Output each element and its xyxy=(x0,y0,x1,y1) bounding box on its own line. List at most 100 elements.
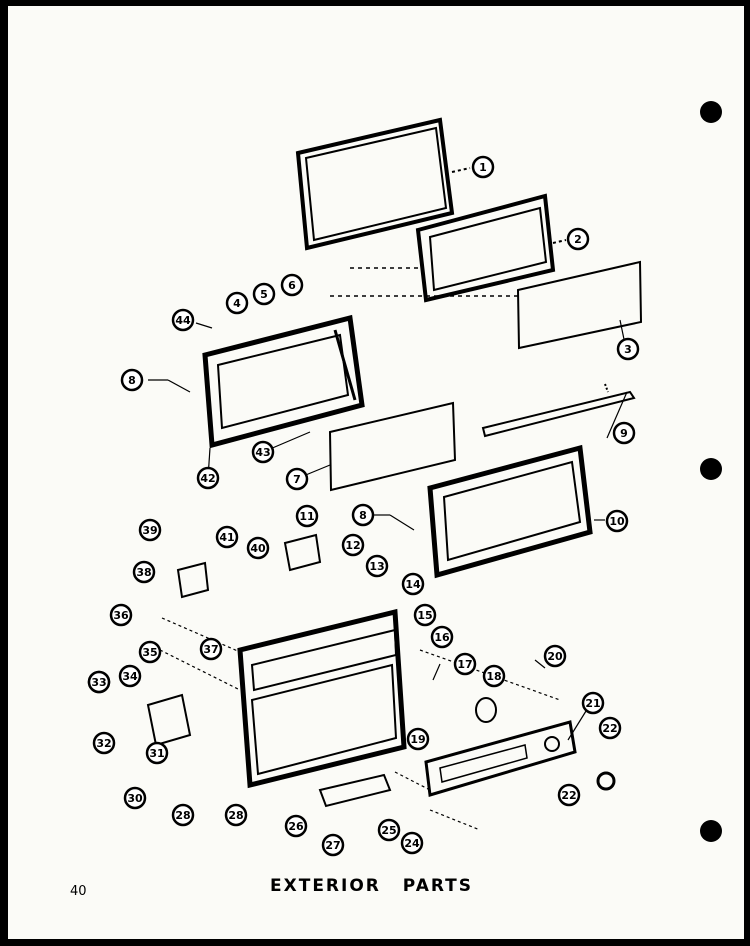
callout-circle xyxy=(109,603,133,627)
callout-label: 4 xyxy=(233,297,241,310)
callout-c19: 19 xyxy=(406,727,430,751)
callout-label: 21 xyxy=(585,697,600,710)
callout-circle xyxy=(171,803,195,827)
callout-label: 10 xyxy=(609,515,625,528)
callout-circle xyxy=(400,831,424,855)
callout-c42: 42 xyxy=(196,466,220,490)
callout-circle xyxy=(145,741,169,765)
callout-circle xyxy=(616,337,640,361)
punch-hole-bottom xyxy=(700,820,722,842)
callout-circle xyxy=(430,625,454,649)
callout-label: 31 xyxy=(149,747,164,760)
callout-c25: 25 xyxy=(377,818,401,842)
callout-circle xyxy=(605,509,629,533)
callout-c22b: 22 xyxy=(557,783,581,807)
callout-label: 11 xyxy=(299,510,314,523)
callout-circle xyxy=(120,368,144,392)
callout-c8b: 8 xyxy=(351,503,375,527)
callout-c37: 37 xyxy=(199,637,223,661)
callout-circle xyxy=(196,466,220,490)
callout-c38: 38 xyxy=(132,560,156,584)
callout-label: 25 xyxy=(381,824,396,837)
callout-circle xyxy=(87,670,111,694)
callout-c11: 11 xyxy=(295,504,319,528)
callout-c8a: 8 xyxy=(120,368,144,392)
callout-circle xyxy=(251,440,275,464)
callout-c16: 16 xyxy=(430,625,454,649)
callout-circle xyxy=(581,691,605,715)
callout-label: 30 xyxy=(127,792,143,805)
callout-label: 24 xyxy=(404,837,420,850)
callout-label: 17 xyxy=(457,658,472,671)
callout-c6: 6 xyxy=(280,273,304,297)
callout-circle xyxy=(92,731,116,755)
punch-hole-middle xyxy=(700,458,722,480)
callout-circle xyxy=(123,786,147,810)
callout-c34: 34 xyxy=(118,664,142,688)
callout-c36: 36 xyxy=(109,603,133,627)
callout-circle xyxy=(199,637,223,661)
callout-label: 44 xyxy=(175,314,191,327)
callout-circle xyxy=(406,727,430,751)
callout-c26: 26 xyxy=(284,814,308,838)
callout-label: 7 xyxy=(293,473,301,486)
callout-c18: 18 xyxy=(482,664,506,688)
callout-circle xyxy=(413,603,437,627)
callout-c28a: 28 xyxy=(171,803,195,827)
callout-c17: 17 xyxy=(453,652,477,676)
callout-label: 39 xyxy=(142,524,157,537)
callout-label: 42 xyxy=(200,472,215,485)
part-knob xyxy=(596,771,616,791)
part-inner-trim xyxy=(415,193,567,303)
callout-c21: 21 xyxy=(581,691,605,715)
callout-label: 36 xyxy=(113,609,129,622)
callout-circle xyxy=(138,640,162,664)
callout-label: 14 xyxy=(405,578,421,591)
callout-c14: 14 xyxy=(401,572,425,596)
callout-label: 34 xyxy=(122,670,138,683)
callout-label: 2 xyxy=(574,233,582,246)
callout-c4: 4 xyxy=(225,291,249,315)
callout-label: 40 xyxy=(250,542,266,555)
callout-circle xyxy=(118,664,142,688)
callout-circle xyxy=(543,644,567,668)
callout-c28b: 28 xyxy=(224,803,248,827)
callout-label: 35 xyxy=(142,646,157,659)
part-base-tray xyxy=(318,773,392,808)
callout-c27: 27 xyxy=(321,833,345,857)
callout-label: 6 xyxy=(288,279,296,292)
callout-circle xyxy=(365,554,389,578)
callout-label: 8 xyxy=(128,374,136,387)
scan-edge-top xyxy=(0,0,750,6)
part-rod xyxy=(481,383,636,438)
callout-c5: 5 xyxy=(252,282,276,306)
callout-circle xyxy=(285,467,309,491)
scan-edge-left xyxy=(0,0,8,946)
callout-c44: 44 xyxy=(171,308,195,332)
part-lower-door-frame xyxy=(427,444,593,579)
callout-circle xyxy=(132,560,156,584)
callout-circle xyxy=(284,814,308,838)
callout-group: 1234567889101112131415161718192021222223… xyxy=(87,155,640,857)
callout-c20: 20 xyxy=(543,644,567,668)
callout-label: 1 xyxy=(479,161,487,174)
callout-circle xyxy=(557,783,581,807)
part-switch-box xyxy=(283,533,322,572)
callout-label: 13 xyxy=(369,560,384,573)
callout-c41: 41 xyxy=(215,525,239,549)
callout-label: 9 xyxy=(620,427,628,440)
callout-c12: 12 xyxy=(341,533,365,557)
callout-label: 43 xyxy=(255,446,270,459)
callout-circle xyxy=(224,803,248,827)
callout-circle xyxy=(321,833,345,857)
callout-circle xyxy=(171,308,195,332)
callout-c1: 1 xyxy=(471,155,495,179)
callout-label: 32 xyxy=(96,737,111,750)
callout-circle xyxy=(482,664,506,688)
part-panel xyxy=(328,401,457,492)
callout-label: 28 xyxy=(228,809,243,822)
callout-c24: 24 xyxy=(400,831,424,855)
callout-circle xyxy=(377,818,401,842)
callout-label: 41 xyxy=(219,531,234,544)
